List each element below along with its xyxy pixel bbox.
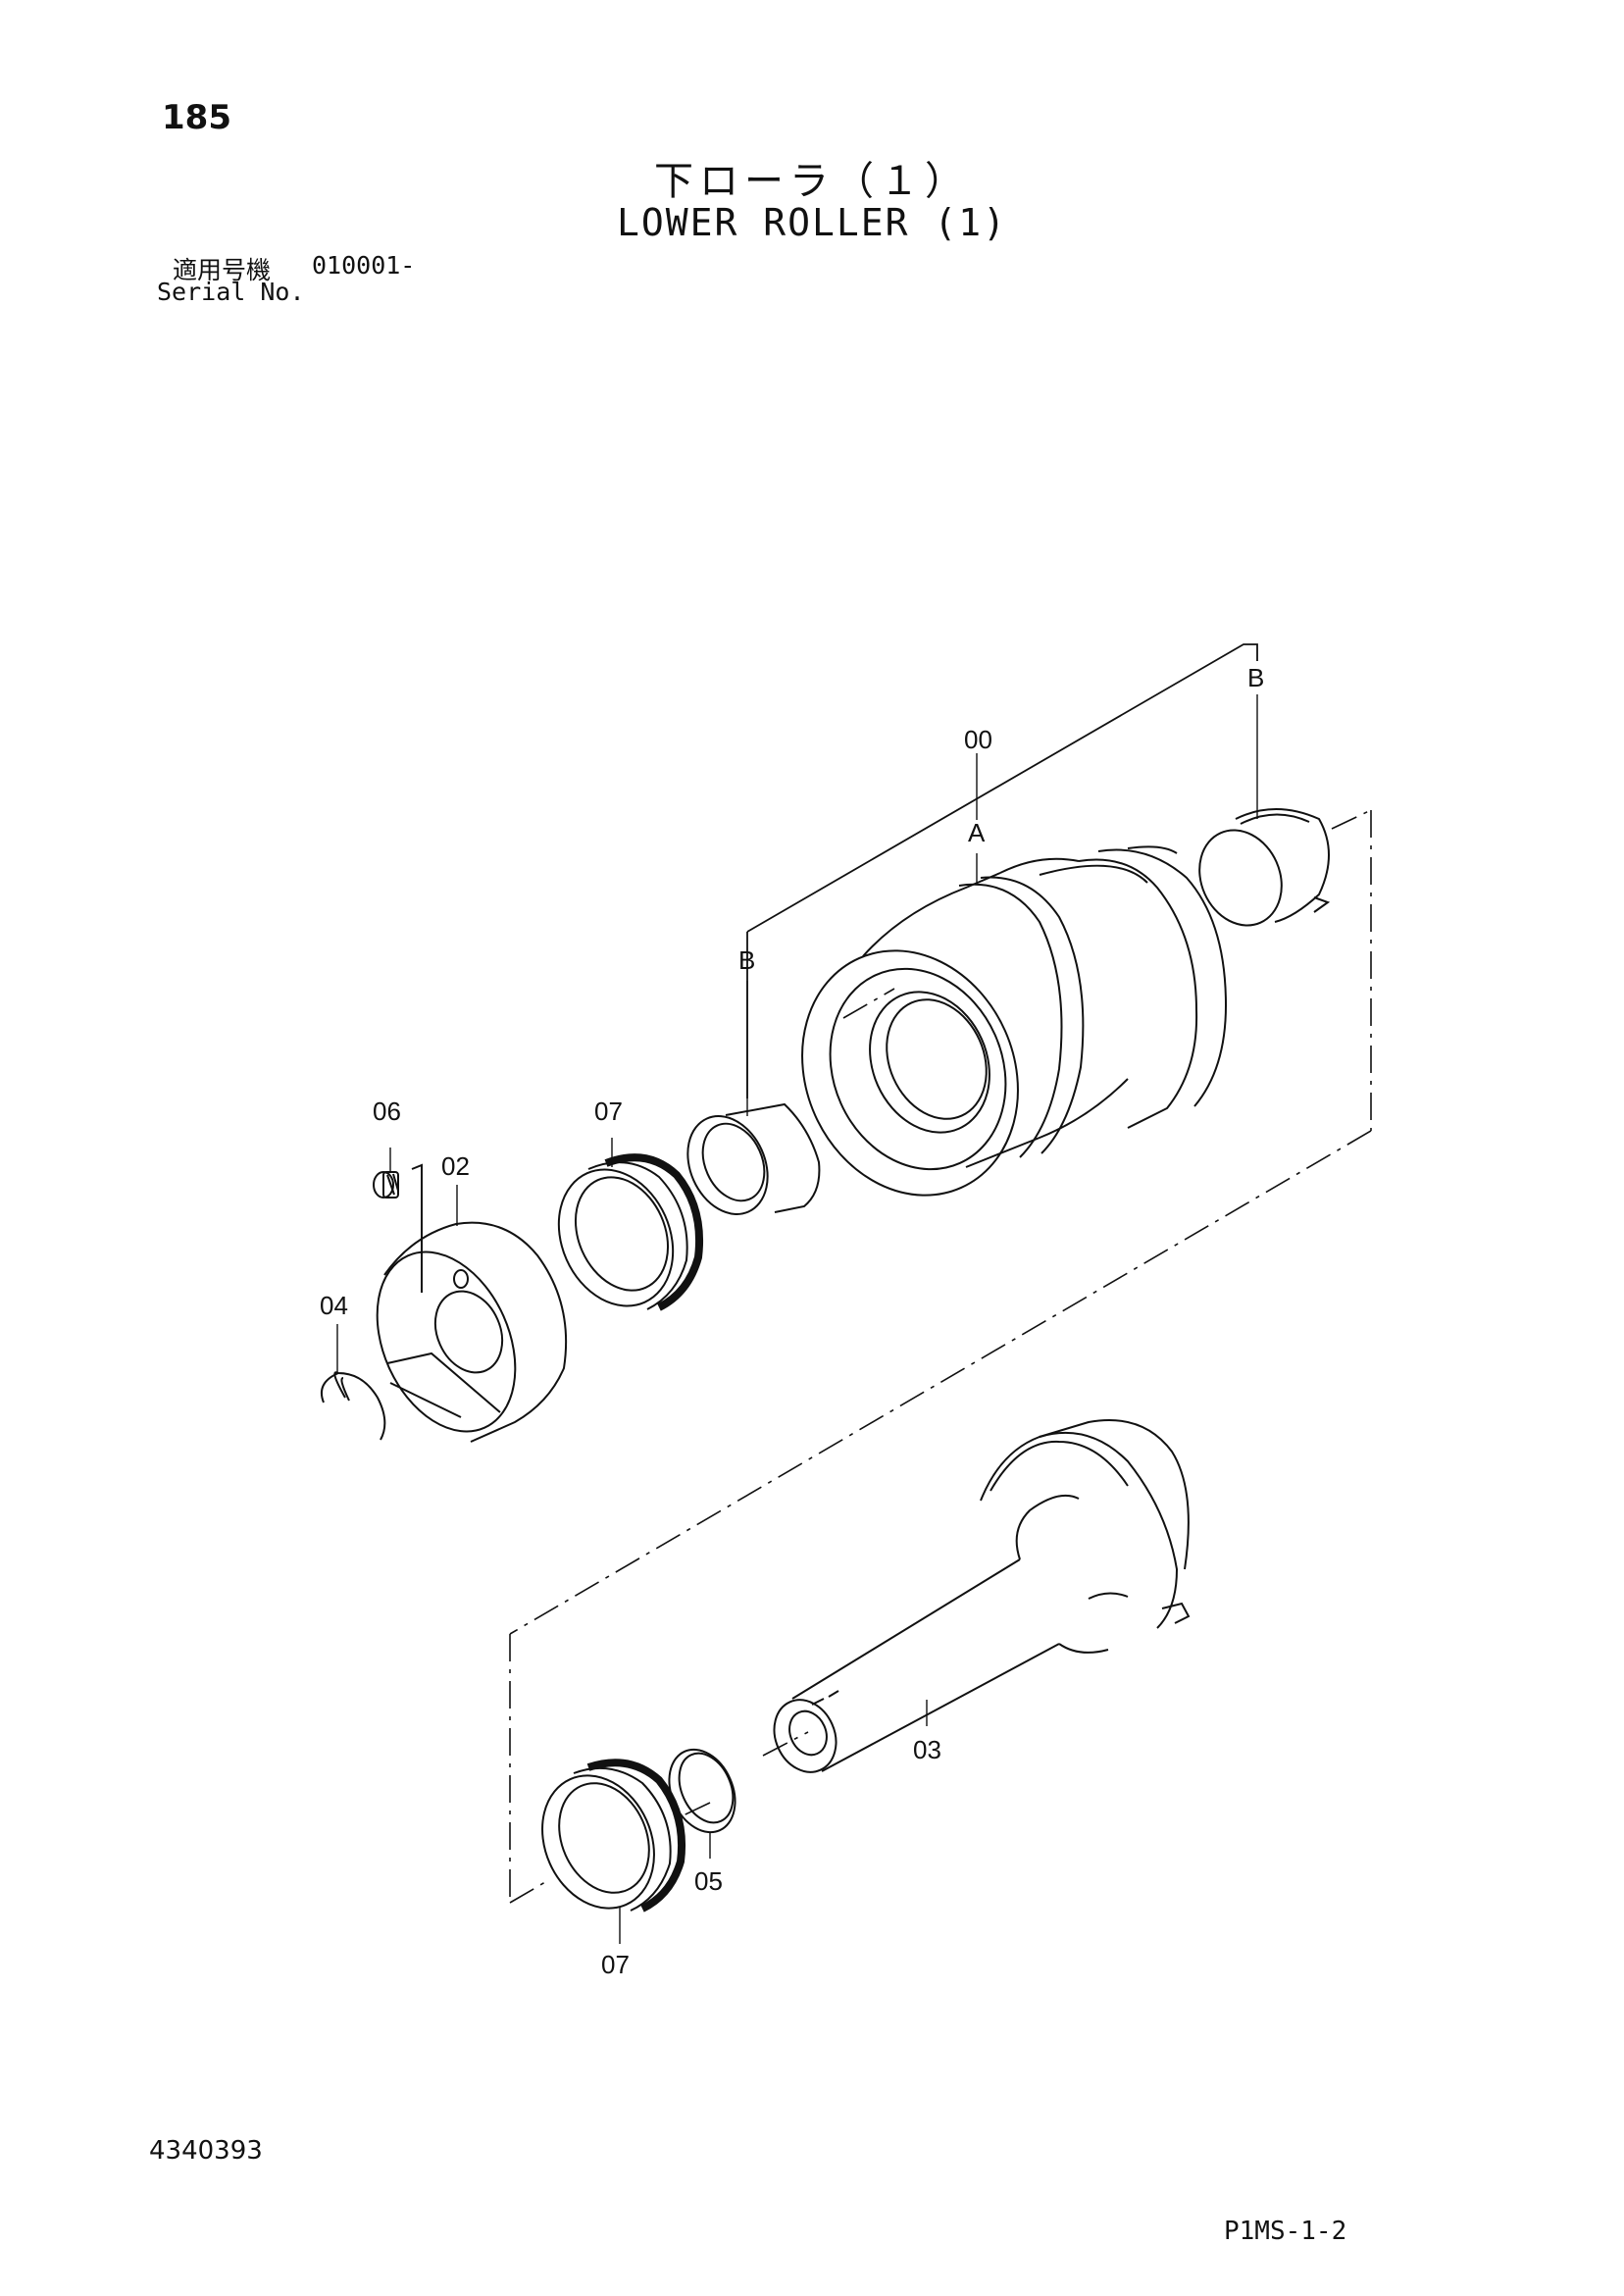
plug-part-06 bbox=[373, 1163, 423, 1293]
page-title-english: LOWER ROLLER (1) bbox=[616, 201, 1008, 244]
page-number: 185 bbox=[162, 98, 231, 137]
callout-b-right: B bbox=[1247, 663, 1264, 692]
callout-00: 00 bbox=[964, 725, 992, 754]
callout-04: 04 bbox=[320, 1291, 348, 1320]
bushing-part-b-right bbox=[1198, 808, 1331, 927]
page-code: P1MS-1-2 bbox=[1224, 2217, 1347, 2246]
callout-a: A bbox=[968, 818, 986, 847]
callout-03: 03 bbox=[913, 1735, 941, 1764]
callout-05: 05 bbox=[694, 1866, 723, 1896]
callout-b-left: B bbox=[738, 945, 755, 975]
document-number: 4340393 bbox=[149, 2136, 263, 2166]
callout-07-top: 07 bbox=[594, 1097, 623, 1126]
leader-lines bbox=[336, 694, 1258, 1944]
callout-07-bottom: 07 bbox=[601, 1950, 630, 1979]
assembly-bracket-top bbox=[746, 643, 1258, 933]
roller-body-part-a bbox=[801, 845, 1228, 1197]
callout-06: 06 bbox=[373, 1097, 401, 1126]
page-title-japanese: 下ローラ（１） bbox=[654, 159, 970, 204]
assembly-guide-lines bbox=[509, 809, 1372, 1904]
collar-part-02 bbox=[376, 1221, 568, 1443]
serial-label-english: Serial No. bbox=[157, 278, 305, 306]
serial-label-japanese: 適用号機 bbox=[173, 256, 272, 284]
floating-seal-part-07-bottom bbox=[541, 1759, 686, 1913]
floating-seal-part-07-top bbox=[557, 1153, 704, 1311]
bushing-part-b-left bbox=[686, 1102, 821, 1215]
serial-value: 010001- bbox=[312, 251, 416, 280]
retaining-ring-part-04 bbox=[320, 1371, 386, 1441]
shaft-part-03 bbox=[773, 1419, 1191, 1773]
callout-02: 02 bbox=[441, 1151, 470, 1181]
